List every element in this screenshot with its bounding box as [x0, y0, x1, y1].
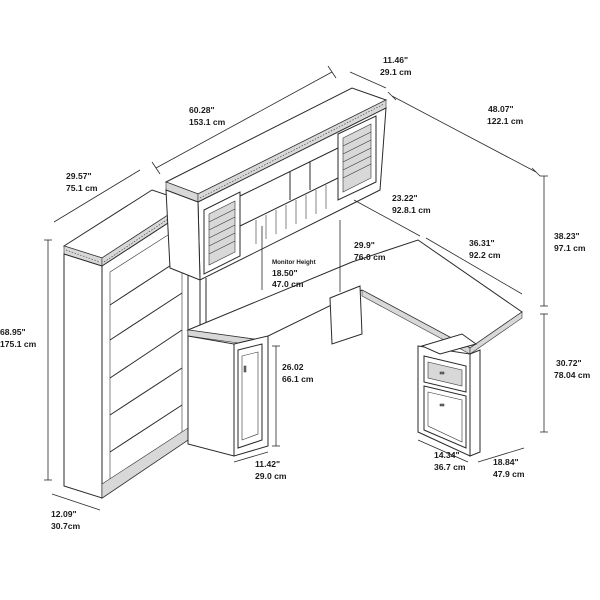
desk-depth-inner-cm: 92.8.1 cm — [392, 205, 431, 215]
hutch-height-in: 38.23" — [554, 231, 580, 241]
bookcase-height-in: 68.95" — [0, 327, 26, 337]
return-depth-in: 18.84" — [493, 457, 519, 467]
return-length-cm: 122.1 cm — [487, 116, 524, 126]
monitor-height-cm: 47.0 cm — [272, 279, 304, 289]
bookcase-height-cm: 175.1 cm — [0, 339, 37, 349]
bookcase-depth-cm: 30.7cm — [51, 521, 81, 531]
desk-height-in: 29.9" — [354, 240, 375, 250]
desk-total-height-cm: 78.04 cm — [554, 370, 591, 380]
hutch — [164, 87, 388, 332]
bookcase — [62, 189, 190, 499]
desk-depth-inner-in: 23.22" — [392, 193, 418, 203]
hutch-depth-cm: 29.1 cm — [380, 67, 412, 77]
desk-height-cm: 76.0 cm — [354, 252, 386, 262]
dimension-labels: 11.46" 29.1 cm 60.28" 153.1 cm 48.07" 12… — [0, 55, 591, 531]
hutch-width-cm: 153.1 cm — [189, 117, 226, 127]
dimension-lines — [44, 65, 548, 511]
return-inner-cm: 92.2 cm — [469, 250, 501, 260]
drawer-width-in: 14.34" — [434, 450, 460, 460]
hutch-width-in: 60.28" — [189, 105, 215, 115]
return-inner-in: 36.31" — [469, 238, 495, 248]
bookcase-width-in: 29.57" — [66, 171, 92, 181]
drawer-width-cm: 36.7 cm — [434, 462, 466, 472]
return-length-in: 48.07" — [488, 104, 514, 114]
monitor-height-in: 18.50" — [272, 268, 298, 278]
return-depth-cm: 47.9 cm — [493, 469, 525, 479]
hutch-depth-in: 11.46" — [383, 55, 408, 65]
desk-total-height-in: 30.72" — [556, 358, 582, 368]
cabinet-width-in: 11.42" — [255, 459, 280, 469]
hutch-height-cm: 97.1 cm — [554, 243, 586, 253]
bookcase-depth-in: 12.09" — [51, 509, 77, 519]
cabinet-width-cm: 29.0 cm — [255, 471, 287, 481]
cabinet-height-cm: 66.1 cm — [282, 374, 314, 384]
cabinet-height-in: 26.02 — [282, 362, 304, 372]
desk — [186, 239, 523, 457]
bookcase-width-cm: 75.1 cm — [66, 183, 98, 193]
monitor-height-label: Monitor Height — [272, 259, 316, 266]
